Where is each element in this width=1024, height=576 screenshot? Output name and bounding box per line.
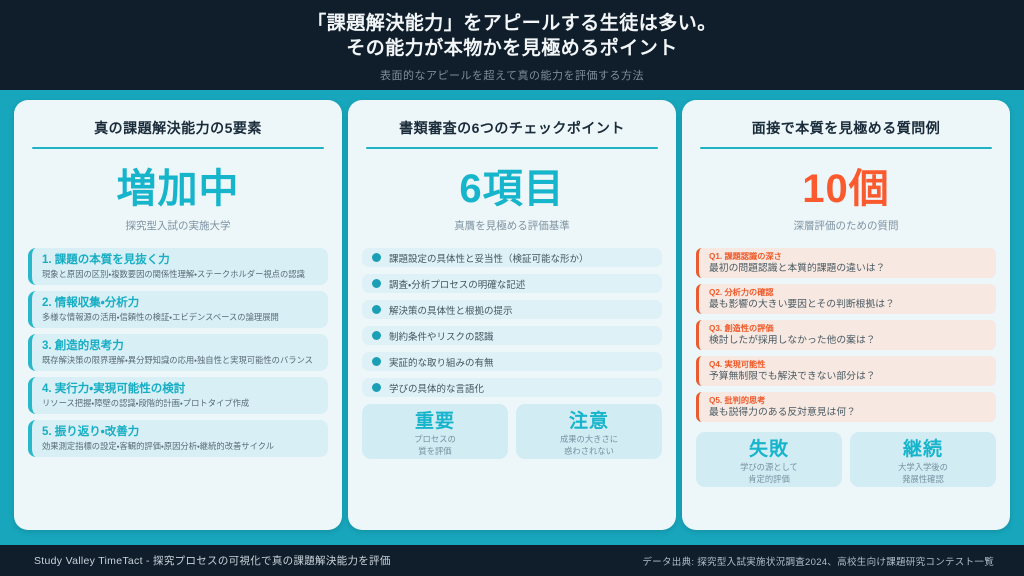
checkpoint-text: 実証的な取り組みの有無 (389, 357, 494, 369)
callout-important: 重要 プロセスの 質を評価 (362, 404, 508, 459)
stat-caption: 真贋を見極める評価基準 (454, 220, 570, 232)
callout-line: 成果の大きさに (559, 434, 619, 444)
element-desc: リソース把握・障壁の認識・段階的計画・プロトタイプ作成 (42, 398, 250, 408)
callout-row: 失敗 学びの源として 肯定的評価 継続 大学入学後の 発展性確認 (696, 432, 996, 487)
footer-brand: Study Valley TimeTact - 探究プロセスの可視化で真の課題解… (34, 555, 391, 567)
stat-caption: 深層評価のための質問 (793, 220, 899, 232)
divider (32, 147, 324, 149)
element-title: 3. 創造的思考力 (42, 340, 124, 352)
checkpoint-text: 調査・分析プロセスの明確な記述 (389, 279, 526, 291)
bullet-dot-icon (372, 331, 381, 340)
callout-line: 大学入学後の (898, 462, 948, 472)
callout-label: 重要 (414, 411, 455, 432)
bullet-dot-icon (372, 279, 381, 288)
stat-caption: 探究型入試の実施大学 (125, 220, 231, 232)
stat-value: 6項目 (459, 167, 565, 211)
question-text: 最初の問題認識と本質的課題の違いは？ (709, 263, 886, 274)
bullet-dot-icon (372, 253, 381, 262)
callout-label: 失敗 (748, 439, 789, 460)
callout-continuity: 継続 大学入学後の 発展性確認 (850, 432, 996, 487)
element-desc: 現象と原因の区別・複数要因の関係性理解・ステークホルダー視点の認識 (42, 269, 305, 279)
list-item: 4. 実行力・実現可能性の検討 リソース把握・障壁の認識・段階的計画・プロトタイ… (28, 377, 328, 414)
list-item: 解決策の具体性と根拠の提示 (362, 300, 662, 319)
list-item: 学びの具体的な言語化 (362, 378, 662, 397)
question-text: 最も影響の大きい要因とその判断根拠は？ (709, 299, 895, 310)
list-item: 5. 振り返り・改善力 効果測定指標の設定・客観的評価・原因分析・継続的改善サイ… (28, 420, 328, 457)
content-band: 真の課題解決能力の5要素 増加中 探究型入試の実施大学 1. 課題の本質を見抜く… (0, 90, 1024, 545)
list-item: Q5. 批判的思考 最も説得力のある反対意見は何？ (696, 392, 996, 422)
stat-value: 10個 (802, 167, 890, 211)
list-item: 制約条件やリスクの認識 (362, 326, 662, 345)
bullet-dot-icon (372, 383, 381, 392)
callout-line: 質を評価 (418, 446, 452, 456)
bullet-dot-icon (372, 305, 381, 314)
callout-label: 継続 (902, 439, 943, 460)
callout-row: 重要 プロセスの 質を評価 注意 成果の大きさに 惑わされない (362, 404, 662, 459)
element-desc: 効果測定指標の設定・客観的評価・原因分析・継続的改善サイクル (42, 441, 275, 451)
header: 「課題解決能力」をアピールする生徒は多い。 その能力が本物かを見極めるポイント … (0, 0, 1024, 90)
callout-line: 発展性確認 (902, 474, 944, 484)
footer: Study Valley TimeTact - 探究プロセスの可視化で真の課題解… (0, 545, 1024, 576)
page-title-line1: 「課題解決能力」をアピールする生徒は多い。 (307, 12, 717, 34)
element-title: 5. 振り返り・改善力 (42, 426, 140, 438)
list-item: Q4. 実現可能性 予算無制限でも解決できない部分は？ (696, 356, 996, 386)
checkpoint-text: 制約条件やリスクの認識 (389, 331, 494, 343)
element-title: 4. 実行力・実現可能性の検討 (42, 383, 186, 395)
question-label: Q1. 課題認識の深さ (709, 252, 782, 261)
callout-line: 学びの源として (740, 462, 798, 472)
card-five-elements: 真の課題解決能力の5要素 増加中 探究型入試の実施大学 1. 課題の本質を見抜く… (14, 100, 342, 530)
list-item: 3. 創造的思考力 既存解決策の限界理解・異分野知識の応用・独自性と実現可能性の… (28, 334, 328, 371)
card-title: 書類審査の6つのチェックポイント (399, 120, 625, 136)
question-label: Q3. 創造性の評価 (709, 324, 774, 333)
question-list: Q1. 課題認識の深さ 最初の問題認識と本質的課題の違いは？ Q2. 分析力の確… (696, 248, 996, 422)
element-desc: 既存解決策の限界理解・異分野知識の応用・独自性と実現可能性のバランス (42, 355, 313, 365)
page-subtitle: 表面的なアピールを超えて真の能力を評価する方法 (380, 70, 644, 83)
question-text: 予算無制限でも解決できない部分は？ (709, 371, 876, 382)
callout-label: 注意 (568, 411, 609, 432)
list-item: 調査・分析プロセスの明確な記述 (362, 274, 662, 293)
callout-failure: 失敗 学びの源として 肯定的評価 (696, 432, 842, 487)
stat-value: 増加中 (116, 167, 240, 211)
question-label: Q5. 批判的思考 (709, 396, 766, 405)
divider (700, 147, 992, 149)
list-item: 1. 課題の本質を見抜く力 現象と原因の区別・複数要因の関係性理解・ステークホル… (28, 248, 328, 285)
list-item: Q2. 分析力の確認 最も影響の大きい要因とその判断根拠は？ (696, 284, 996, 314)
callout-caution: 注意 成果の大きさに 惑わされない (516, 404, 662, 459)
element-list: 1. 課題の本質を見抜く力 現象と原因の区別・複数要因の関係性理解・ステークホル… (28, 248, 328, 457)
element-title: 2. 情報収集・分析力 (42, 297, 140, 309)
page-title-line2: その能力が本物かを見極めるポイント (346, 38, 678, 59)
callout-line: 肯定的評価 (748, 474, 790, 484)
list-item: 実証的な取り組みの有無 (362, 352, 662, 371)
question-label: Q2. 分析力の確認 (709, 288, 774, 297)
list-item: 2. 情報収集・分析力 多様な情報源の活用・信頼性の検証・エビデンスベースの論理… (28, 291, 328, 328)
checkpoint-text: 課題設定の具体性と妥当性（検証可能な形か） (389, 253, 589, 265)
card-interview-questions: 面接で本質を見極める質問例 10個 深層評価のための質問 Q1. 課題認識の深さ… (682, 100, 1010, 530)
bullet-dot-icon (372, 357, 381, 366)
checkpoint-list: 課題設定の具体性と妥当性（検証可能な形か） 調査・分析プロセスの明確な記述 解決… (362, 248, 662, 397)
list-item: Q1. 課題認識の深さ 最初の問題認識と本質的課題の違いは？ (696, 248, 996, 278)
checkpoint-text: 解決策の具体性と根拠の提示 (389, 305, 513, 317)
element-desc: 多様な情報源の活用・信頼性の検証・エビデンスベースの論理展開 (42, 312, 279, 322)
list-item: Q3. 創造性の評価 検討したが採用しなかった他の案は？ (696, 320, 996, 350)
element-title: 1. 課題の本質を見抜く力 (42, 254, 170, 266)
question-text: 最も説得力のある反対意見は何？ (709, 407, 856, 418)
card-title: 面接で本質を見極める質問例 (751, 120, 941, 136)
callout-line: 惑わされない (564, 446, 614, 456)
card-title: 真の課題解決能力の5要素 (94, 120, 262, 136)
divider (366, 147, 658, 149)
list-item: 課題設定の具体性と妥当性（検証可能な形か） (362, 248, 662, 267)
callout-line: プロセスの (414, 434, 456, 444)
question-label: Q4. 実現可能性 (709, 360, 766, 369)
question-text: 検討したが採用しなかった他の案は？ (709, 335, 876, 346)
card-checkpoints: 書類審査の6つのチェックポイント 6項目 真贋を見極める評価基準 課題設定の具体… (348, 100, 676, 530)
footer-data-source: データ出典: 探究型入試実施状況調査2024、高校生向け課題研究コンテスト一覧 (642, 556, 994, 568)
checkpoint-text: 学びの具体的な言語化 (389, 383, 485, 395)
